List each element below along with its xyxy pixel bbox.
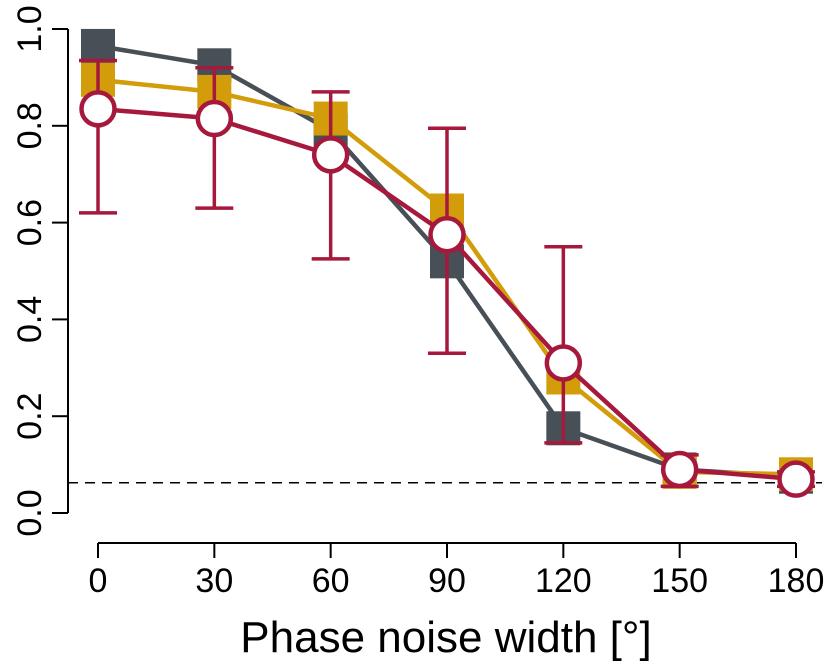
y-tick-label: 0.6 bbox=[11, 199, 49, 246]
data-point bbox=[777, 460, 815, 498]
data-point bbox=[544, 344, 583, 382]
data-point bbox=[195, 99, 234, 138]
x-tick-label: 60 bbox=[312, 562, 350, 600]
x-tick-label: 0 bbox=[89, 562, 108, 600]
x-axis: 0 30 60 90 120 150 180 bbox=[89, 542, 825, 600]
series-3 bbox=[79, 58, 815, 498]
data-point bbox=[660, 450, 699, 489]
y-axis: 0.0 0.2 0.4 0.6 0.8 1.0 bbox=[11, 5, 69, 537]
data-point bbox=[81, 28, 115, 63]
x-tick-label: 30 bbox=[195, 562, 233, 600]
y-tick-label: 0.4 bbox=[11, 296, 49, 343]
plot-area bbox=[79, 28, 815, 498]
y-tick-label: 0.2 bbox=[11, 393, 49, 440]
x-tick-label: 180 bbox=[768, 562, 825, 600]
x-tick-label: 90 bbox=[428, 562, 466, 600]
y-tick-label: 0.0 bbox=[11, 489, 49, 536]
data-point bbox=[428, 215, 466, 254]
data-point bbox=[79, 90, 117, 128]
x-axis-title: Phase noise width [°] bbox=[240, 613, 651, 662]
y-tick-label: 0.8 bbox=[11, 102, 49, 149]
data-point bbox=[311, 136, 350, 174]
x-tick-label: 120 bbox=[535, 562, 592, 600]
x-tick-label: 150 bbox=[651, 562, 708, 600]
y-tick-label: 1.0 bbox=[11, 5, 49, 52]
